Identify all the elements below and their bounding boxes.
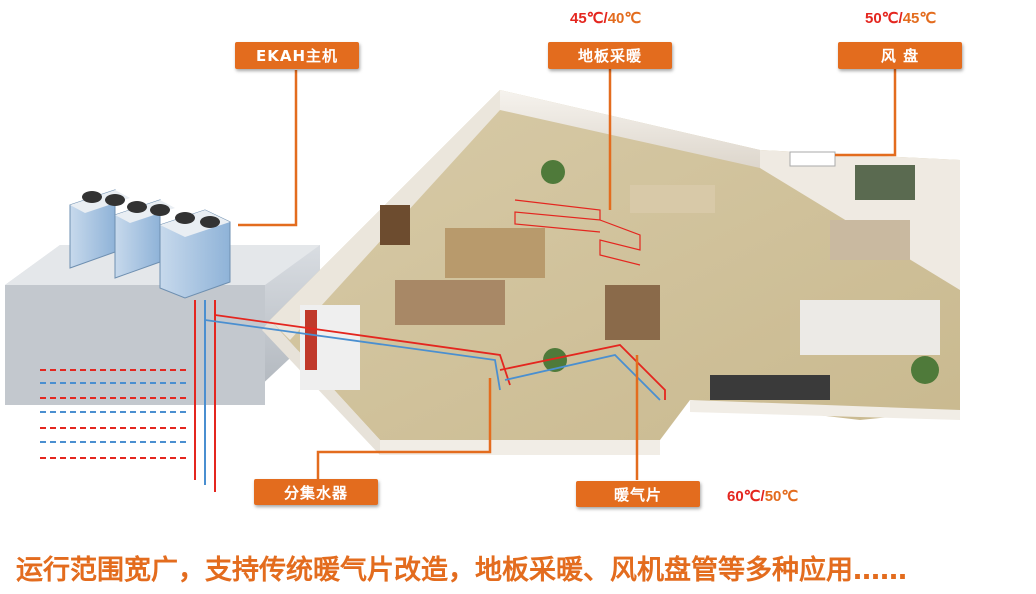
- floor-heating-supply-temp: 45℃: [570, 10, 604, 27]
- temp-separator: /: [898, 10, 903, 27]
- supply-return-pipes: [204, 300, 666, 401]
- fan-coil-return-temp: 45℃: [902, 10, 937, 27]
- fan-coil-temp: 50℃/45℃: [865, 9, 936, 27]
- radiator-label: 暖气片: [576, 481, 700, 507]
- fan-coil-label: 风 盘: [838, 42, 962, 69]
- floor-heating-label: 地板采暖: [548, 42, 672, 69]
- radiator-supply-temp: 60℃: [727, 488, 761, 505]
- fan-coil-supply-temp: 50℃: [865, 10, 899, 27]
- leader-lines: [238, 68, 897, 490]
- radiator-temp: 60℃/50℃: [727, 487, 798, 505]
- floor-heating-temp: 45℃/40℃: [570, 9, 641, 27]
- outdoor-units: [69, 189, 231, 299]
- radiator-return-temp: 50℃: [764, 488, 799, 505]
- temp-separator: /: [760, 488, 765, 505]
- caption: 运行范围宽广，支持传统暖气片改造，地板采暖、风机盘管等多种应用……: [16, 555, 907, 586]
- manifold-label: 分集水器: [254, 479, 378, 505]
- host-label: EKAH主机: [235, 42, 359, 69]
- temp-separator: /: [603, 10, 608, 27]
- floor-heating-return-temp: 40℃: [607, 10, 642, 27]
- ground-pipes: [40, 300, 216, 492]
